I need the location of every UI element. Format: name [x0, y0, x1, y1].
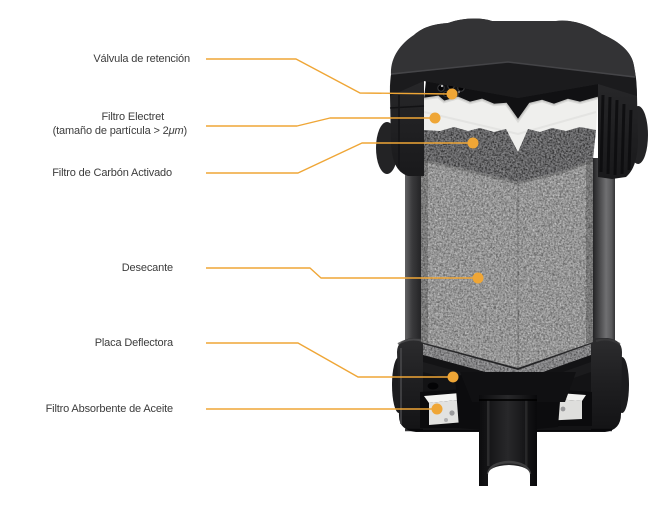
- center-tube: [460, 372, 576, 487]
- particle-size-prefix: (tamaño de partícula > 2: [52, 125, 169, 137]
- electret-filter-layer: [423, 95, 599, 152]
- label-filtro-carbon-activado: Filtro de Carbón Activado: [52, 167, 172, 179]
- leader-line-placa: [206, 342, 453, 378]
- top-cap: [376, 18, 648, 180]
- carbon-filter-layer: [421, 127, 596, 182]
- label-filtro-electret-line2: (tamaño de partícula > 2μm): [53, 125, 187, 137]
- leader-lines: [206, 58, 478, 410]
- label-filtro-electret-line1: Filtro Electret: [101, 111, 164, 123]
- label-placa-deflectora: Placa Deflectora: [94, 337, 173, 349]
- label-desecante: Desecante: [121, 262, 173, 274]
- micron-unit: μm: [168, 125, 184, 137]
- body-right-wall: [593, 158, 615, 348]
- bottom-interior: [420, 344, 592, 487]
- callout-dot-aceite: [431, 403, 443, 415]
- leader-line-electret: [206, 117, 435, 127]
- callout-dot-valvula: [446, 88, 458, 100]
- leader-line-carbon: [206, 142, 473, 174]
- body-left-wall: [405, 158, 421, 348]
- particle-size-suffix: ): [183, 125, 187, 137]
- callout-dot-placa: [447, 371, 459, 383]
- label-filtro-electret: Filtro Electret (tamaño de partícula > 2…: [53, 110, 187, 138]
- callout-dots: [429, 88, 484, 415]
- label-filtro-absorbente-aceite: Filtro Absorbente de Aceite: [45, 403, 174, 415]
- callout-dot-electret: [429, 112, 441, 124]
- callout-dot-carbon: [467, 137, 479, 149]
- leader-line-desecante: [206, 267, 478, 279]
- callout-dot-desecante: [472, 272, 484, 284]
- label-valvula-de-retencion: Válvula de retención: [93, 53, 190, 65]
- desiccant-fill: [420, 158, 594, 368]
- leader-line-valvula: [206, 58, 453, 95]
